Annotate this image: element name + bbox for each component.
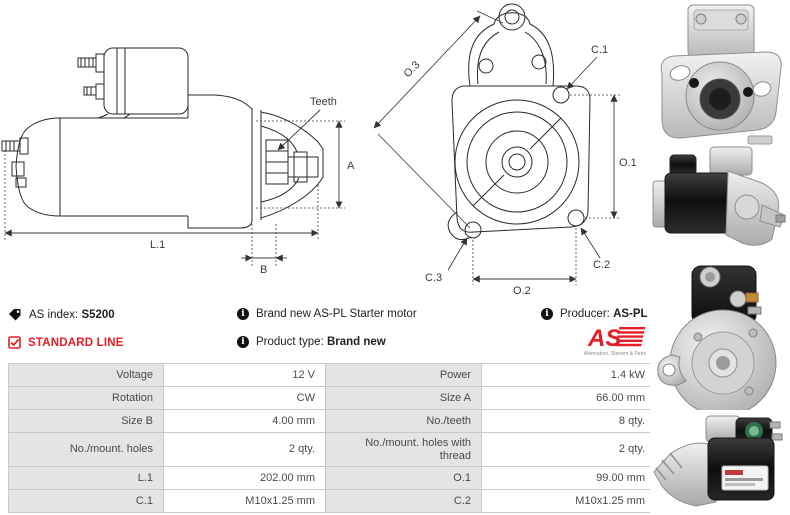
table-row: No./mount. holes 2 qty. No./mount. holes… xyxy=(8,432,656,467)
brand-new-text: Brand new AS-PL Starter motor xyxy=(256,308,417,320)
b-dim-label: B xyxy=(260,264,267,276)
spec-value: 2 qty. xyxy=(481,432,656,467)
product-type-value: Brand new xyxy=(326,336,386,348)
starter-front-view-photo xyxy=(650,0,790,145)
info-icon: i xyxy=(237,308,249,320)
l1-dim-label: L.1 xyxy=(150,239,165,251)
product-photo-column xyxy=(650,0,790,515)
spec-value: CW xyxy=(163,386,326,410)
producer-row: i Producer: AS-PL xyxy=(541,308,648,320)
spec-value: 66.00 mm xyxy=(481,386,656,410)
producer-text: Producer: AS-PL xyxy=(560,308,648,320)
as-index-label: AS index: xyxy=(29,309,79,321)
spec-label: C.1 xyxy=(8,489,164,513)
info-icon: i xyxy=(237,336,249,348)
product-type-row: i Product type: Brand new xyxy=(237,336,386,348)
standard-line-label: STANDARD LINE xyxy=(28,336,124,349)
starter-side-view-photo xyxy=(650,145,790,263)
spec-table: Voltage 12 V Power 1.4 kW Rotation CW Si… xyxy=(8,363,656,513)
tag-icon xyxy=(8,308,22,322)
spec-label: L.1 xyxy=(8,466,164,490)
side-view-svg: Teeth A L.1 B xyxy=(1,47,355,276)
spec-label: Voltage xyxy=(8,363,164,387)
teeth-dim-label: Teeth xyxy=(310,96,337,108)
logo-as-text: AS xyxy=(587,325,621,352)
spec-value: M10x1.25 mm xyxy=(481,489,656,513)
as-pl-logo: AS Alternators, Starters & Parts xyxy=(580,324,650,358)
spec-value: 1.4 kW xyxy=(481,363,656,387)
table-row: Size B 4.00 mm No./teeth 8 qty. xyxy=(8,409,656,433)
as-index-text: AS index: S5200 xyxy=(29,309,115,321)
o3-dim-label: O.3 xyxy=(402,59,423,80)
front-view-svg: O.3 C.1 O.1 C.2 C.3 O.2 xyxy=(373,3,637,297)
o1-dim-label: O.1 xyxy=(619,157,637,169)
info-icon: i xyxy=(541,308,553,320)
spec-label: Size A xyxy=(325,386,482,410)
spec-value: M10x1.25 mm xyxy=(163,489,326,513)
spec-label: O.1 xyxy=(325,466,482,490)
c1-dim-label: C.1 xyxy=(591,44,608,56)
standard-line-row: STANDARD LINE xyxy=(8,336,124,349)
spec-label: No./teeth xyxy=(325,409,482,433)
checkbox-check-icon xyxy=(8,336,21,349)
table-row: Voltage 12 V Power 1.4 kW xyxy=(8,363,656,387)
table-row: Rotation CW Size A 66.00 mm xyxy=(8,386,656,410)
table-row: L.1 202.00 mm O.1 99.00 mm xyxy=(8,466,656,490)
spec-label: No./mount. holes xyxy=(8,432,164,467)
front-view-drawing: O.3 C.1 O.1 C.2 C.3 O.2 xyxy=(360,0,660,300)
a-dim-label: A xyxy=(347,160,355,172)
table-row: C.1 M10x1.25 mm C.2 M10x1.25 mm xyxy=(8,489,656,513)
spec-value: 12 V xyxy=(163,363,326,387)
starter-rear-view-photo xyxy=(650,263,790,410)
spec-label: No./mount. holes with thread xyxy=(325,432,482,467)
brand-new-row: i Brand new AS-PL Starter motor xyxy=(237,308,417,320)
c2-dim-label: C.2 xyxy=(593,259,610,271)
spec-value: 4.00 mm xyxy=(163,409,326,433)
side-view-drawing: Teeth A L.1 B xyxy=(0,0,370,300)
spec-label: Rotation xyxy=(8,386,164,410)
spec-label: C.2 xyxy=(325,489,482,513)
product-type-text: Product type: Brand new xyxy=(256,336,386,348)
as-index-row: AS index: S5200 xyxy=(8,308,115,322)
as-index-value: S5200 xyxy=(81,309,115,321)
spec-value: 202.00 mm xyxy=(163,466,326,490)
o2-dim-label: O.2 xyxy=(513,285,531,297)
spec-value: 2 qty. xyxy=(163,432,326,467)
starter-angled-view-photo xyxy=(650,410,790,515)
spec-label: Size B xyxy=(8,409,164,433)
logo-tagline: Alternators, Starters & Parts xyxy=(584,351,647,357)
producer-value: AS-PL xyxy=(613,308,648,320)
spec-label: Power xyxy=(325,363,482,387)
product-type-label: Product type: xyxy=(256,336,324,348)
spec-value: 99.00 mm xyxy=(481,466,656,490)
producer-label: Producer: xyxy=(560,308,610,320)
spec-value: 8 qty. xyxy=(481,409,656,433)
c3-dim-label: C.3 xyxy=(425,272,442,284)
